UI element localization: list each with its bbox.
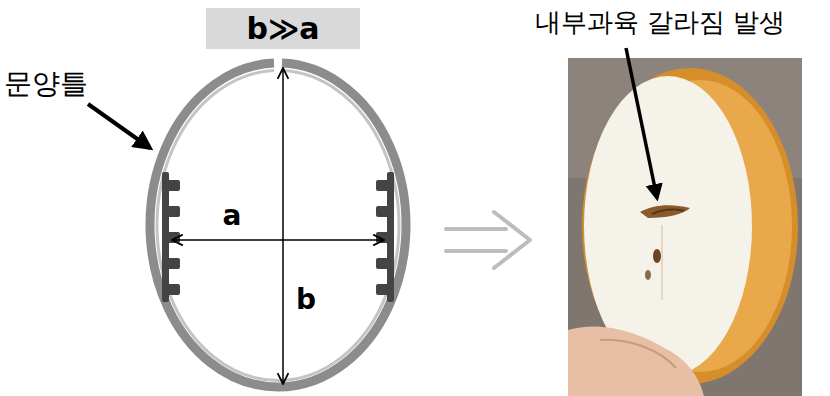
callout-text: 내부과육 갈라짐 발생: [535, 8, 786, 38]
pattern-frame-left: [162, 172, 180, 302]
leader-arrow: [626, 48, 657, 198]
pear-outline: [150, 63, 406, 387]
pattern-frame-right: [376, 172, 394, 302]
formula-box: b≫a: [206, 8, 360, 49]
dimension-label: b: [296, 284, 316, 316]
dimension-a: [172, 239, 384, 241]
pear-photo: [568, 58, 802, 396]
dimension-b: [282, 68, 284, 384]
dimension-label: a: [223, 200, 242, 232]
part-name: 문양틀: [4, 68, 88, 100]
formula-text: b≫a: [246, 11, 319, 46]
pear-inner-outline: [157, 71, 399, 381]
leader-arrow: [88, 104, 150, 148]
implies-arrow: [446, 212, 530, 268]
